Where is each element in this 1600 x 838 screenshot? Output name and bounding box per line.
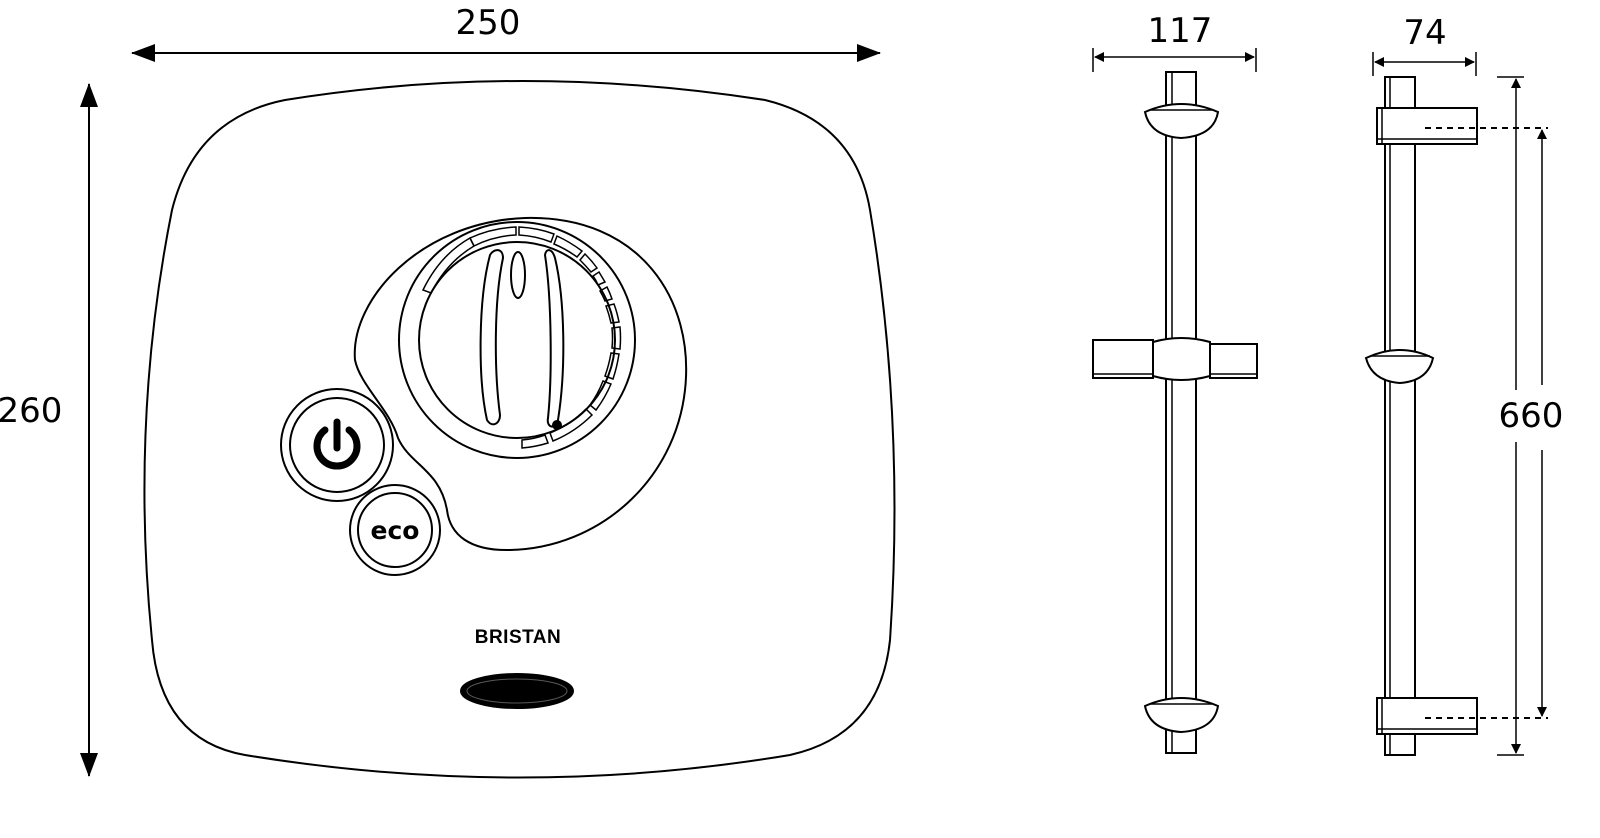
panel-height-dimension: 260 — [0, 83, 98, 777]
temperature-dial[interactable] — [418, 241, 616, 439]
panel-outline — [143, 80, 896, 779]
rail-front-width-label: 117 — [1148, 11, 1213, 51]
rail-side-depth-dimension: 74 — [1372, 13, 1477, 76]
power-button[interactable] — [280, 388, 394, 502]
dial-grip-left — [479, 249, 505, 426]
temperature-dial-ring — [398, 221, 636, 459]
bottom-bracket-side — [1376, 697, 1478, 735]
rail-height-label: 660 — [1499, 396, 1564, 436]
power-icon — [313, 418, 361, 470]
rail-front-width-dimension: 117 — [1092, 11, 1257, 72]
dial-grip-right — [543, 249, 565, 428]
slider-holder-front — [1092, 337, 1258, 381]
bottom-bracket-front — [1143, 697, 1220, 734]
temperature-scale — [421, 226, 622, 449]
rail-side-depth-label: 74 — [1403, 13, 1446, 53]
rail-tube-side — [1384, 76, 1416, 756]
riser-rail-side — [1364, 76, 1548, 756]
panel-width-dimension: 250 — [131, 3, 881, 62]
top-bracket-front — [1143, 103, 1220, 140]
shower-panel: eco BRISTAN — [143, 80, 896, 779]
dial-indicator-slot — [510, 251, 526, 299]
riser-rail-front — [1092, 71, 1258, 754]
panel-height-label: 260 — [0, 391, 62, 431]
eco-button-label: eco — [371, 516, 420, 545]
panel-width-label: 250 — [456, 3, 521, 43]
display-window — [460, 673, 574, 709]
rail-height-dimension: 660 — [1497, 76, 1564, 756]
control-area-outline — [353, 216, 688, 552]
eco-button[interactable]: eco — [349, 484, 441, 576]
top-bracket-side — [1376, 107, 1478, 145]
slider-side — [1364, 349, 1435, 385]
brand-logo: BRISTAN — [475, 627, 562, 648]
rail-tube-front — [1165, 71, 1197, 754]
dial-pointer-dot — [552, 420, 562, 430]
